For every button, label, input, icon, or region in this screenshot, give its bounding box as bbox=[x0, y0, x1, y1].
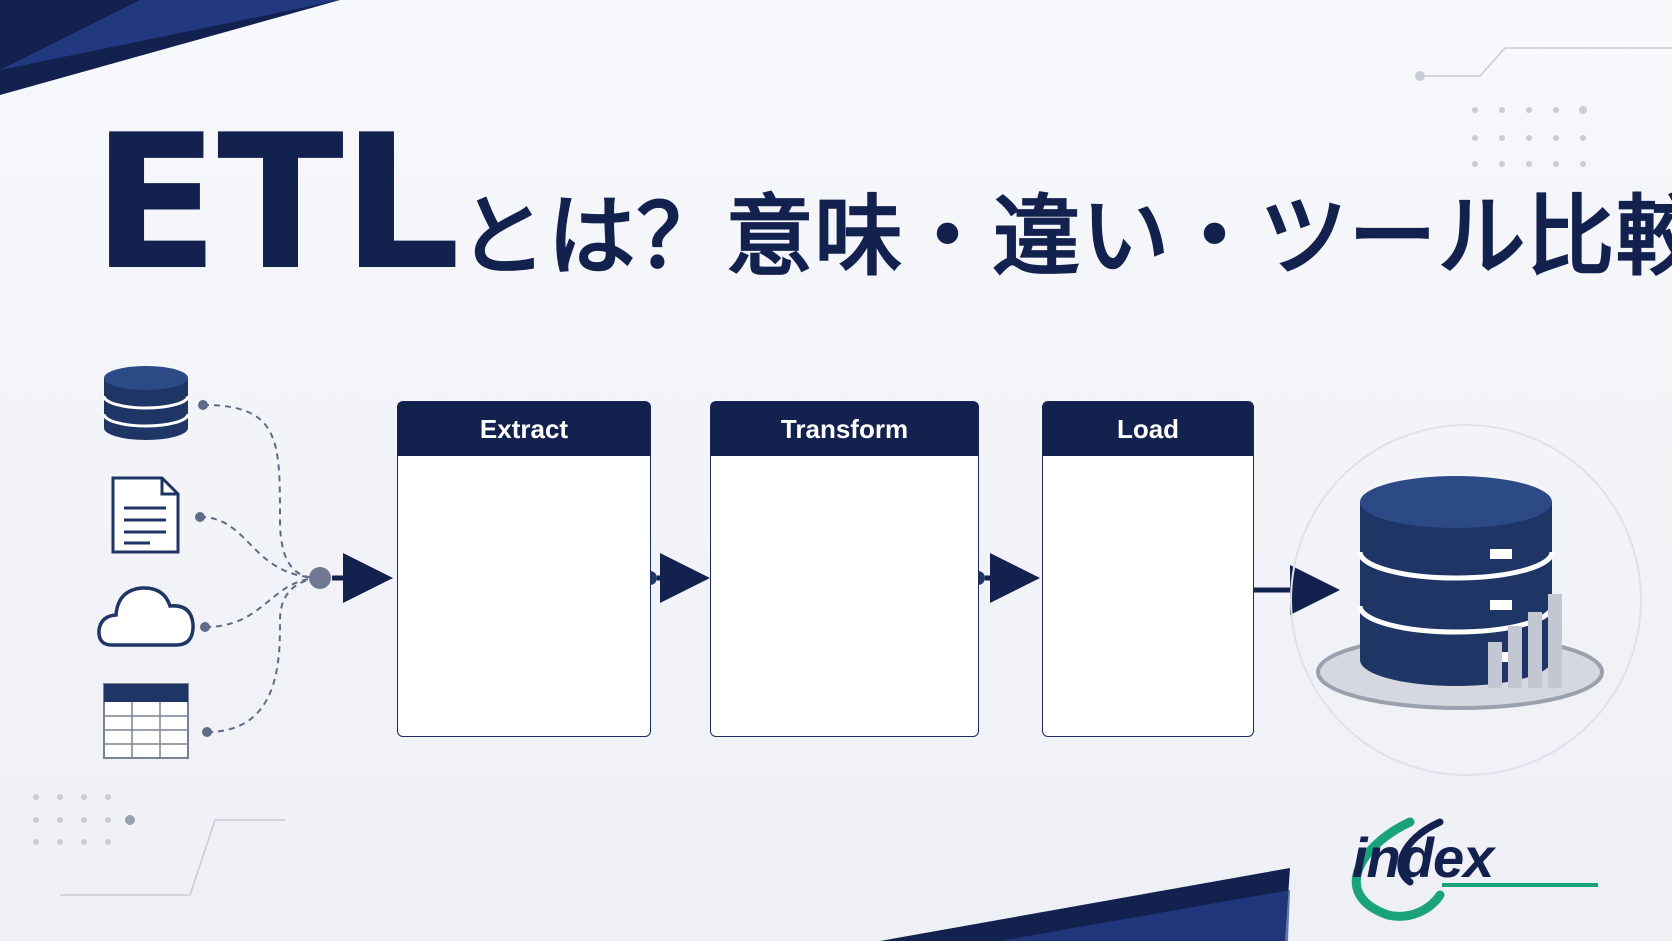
source-spreadsheet-icon bbox=[103, 683, 189, 759]
source-database-icon bbox=[102, 366, 190, 440]
circuit-decoration bbox=[60, 47, 1672, 896]
transform-stage-label: Transform bbox=[711, 402, 978, 456]
target-data-warehouse-icon bbox=[1290, 424, 1642, 776]
index-logo: index bbox=[1352, 826, 1494, 889]
bar-chart-icon bbox=[1488, 594, 1562, 688]
page-title: ETLとは？意味・違い・ツール比較 bbox=[92, 110, 1672, 296]
source-connectors bbox=[199, 404, 319, 733]
transform-stage: Transform bbox=[710, 401, 979, 737]
source-document-icon bbox=[111, 476, 180, 554]
extract-stage-label: Extract bbox=[398, 402, 650, 456]
load-stage-label: Load bbox=[1043, 402, 1253, 456]
index-logo-mark bbox=[1351, 817, 1598, 921]
corner-accent-top-left bbox=[0, 0, 340, 95]
load-stage: Load bbox=[1042, 401, 1254, 737]
title-main: ETL bbox=[92, 94, 460, 311]
title-subtitle: とは？意味・違い・ツール比較 bbox=[458, 185, 1672, 288]
extract-stage: Extract bbox=[397, 401, 651, 737]
source-cloud-icon bbox=[97, 586, 195, 647]
